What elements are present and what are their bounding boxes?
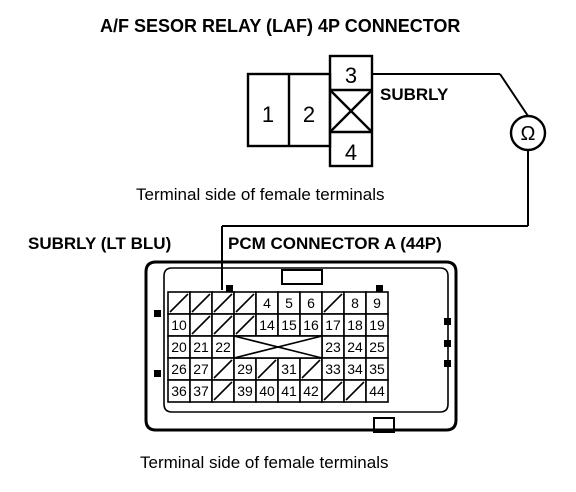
blocked-cross-line <box>233 335 323 359</box>
pcm-pin-label-6: 6 <box>307 295 315 311</box>
pcm-pin-label-14: 14 <box>259 317 275 333</box>
laf-pin-3: 3 <box>345 63 357 88</box>
pcm-pin-label-39: 39 <box>237 383 253 399</box>
pcm-pin-label-37: 37 <box>193 383 209 399</box>
pcm-pin-label-27: 27 <box>193 361 209 377</box>
unused-cavity-slash <box>169 293 189 313</box>
unused-cavity-slash <box>345 381 365 401</box>
unused-cavity-slash <box>213 359 233 379</box>
lock-tab <box>373 417 395 433</box>
unused-cavity-slash <box>257 359 277 379</box>
pcm-pin-label-23: 23 <box>325 339 341 355</box>
pcm-pin-label-20: 20 <box>171 339 187 355</box>
pcm-pin-label-33: 33 <box>325 361 341 377</box>
pcm-pin-label-9: 9 <box>373 295 381 311</box>
pcm-pin-label-16: 16 <box>303 317 319 333</box>
unused-cavity-slash <box>235 315 255 335</box>
pcm-pin-label-40: 40 <box>259 383 275 399</box>
unused-cavity-slash <box>323 381 343 401</box>
pcm-pin-label-29: 29 <box>237 361 253 377</box>
laf-pin-1: 1 <box>262 102 274 127</box>
pcm-pin-label-4: 4 <box>263 295 271 311</box>
pcm-pin-label-18: 18 <box>347 317 363 333</box>
unused-cavity-slash <box>235 293 255 313</box>
pcm-pin-label-10: 10 <box>171 317 187 333</box>
pcm-pin-label-26: 26 <box>171 361 187 377</box>
ohm-symbol: Ω <box>521 123 536 145</box>
pcm-pin-label-36: 36 <box>171 383 187 399</box>
pcm-caption: Terminal side of female terminals <box>140 453 388 472</box>
pcm-pin-44 <box>365 379 389 403</box>
laf-probe-label: SUBRLY <box>380 85 449 104</box>
pcm-pin-label-8: 8 <box>351 295 359 311</box>
pcm-pin-label-25: 25 <box>369 339 385 355</box>
pcm-pin-label-19: 19 <box>369 317 385 333</box>
pcm-pin-label-44: 44 <box>369 383 385 399</box>
pcm-pin-label-41: 41 <box>281 383 297 399</box>
laf-pin-4: 4 <box>345 140 357 165</box>
pcm-connector-housing <box>144 260 458 432</box>
pcm-pin-label-24: 24 <box>347 339 363 355</box>
pcm-pin-label-31: 31 <box>281 361 297 377</box>
pcm-pin-label-15: 15 <box>281 317 297 333</box>
pcm-pin-label-34: 34 <box>347 361 363 377</box>
pcm-pin-label-21: 21 <box>193 339 209 355</box>
pcm-wire-label: SUBRLY (LT BLU) <box>28 234 171 253</box>
pcm-pin-label-35: 35 <box>369 361 385 377</box>
ohmmeter-wiring <box>221 73 529 290</box>
pcm-pin-label-22: 22 <box>215 339 231 355</box>
housing-key-marks <box>154 285 451 377</box>
unused-cavity-slash <box>191 293 211 313</box>
laf-4p-connector <box>246 54 374 168</box>
unused-cavity-slash <box>213 293 233 313</box>
unused-cavity-slash <box>323 293 343 313</box>
pcm-connector-title: PCM CONNECTOR A (44P) <box>228 234 442 253</box>
ohmmeter-icon <box>509 114 547 152</box>
connector-latch <box>281 269 323 285</box>
unused-cavity-slash <box>301 359 321 379</box>
laf-caption: Terminal side of female terminals <box>136 185 384 204</box>
laf-pin-2: 2 <box>303 102 315 127</box>
pcm-pin-label-42: 42 <box>303 383 319 399</box>
unused-cavity-slash <box>213 381 233 401</box>
pcm-pin-label-17: 17 <box>325 317 341 333</box>
diagram-title: A/F SESOR RELAY (LAF) 4P CONNECTOR <box>100 16 460 36</box>
unused-cavity-slash <box>191 315 211 335</box>
pcm-pin-label-5: 5 <box>285 295 293 311</box>
unused-cavity-slash <box>213 315 233 335</box>
